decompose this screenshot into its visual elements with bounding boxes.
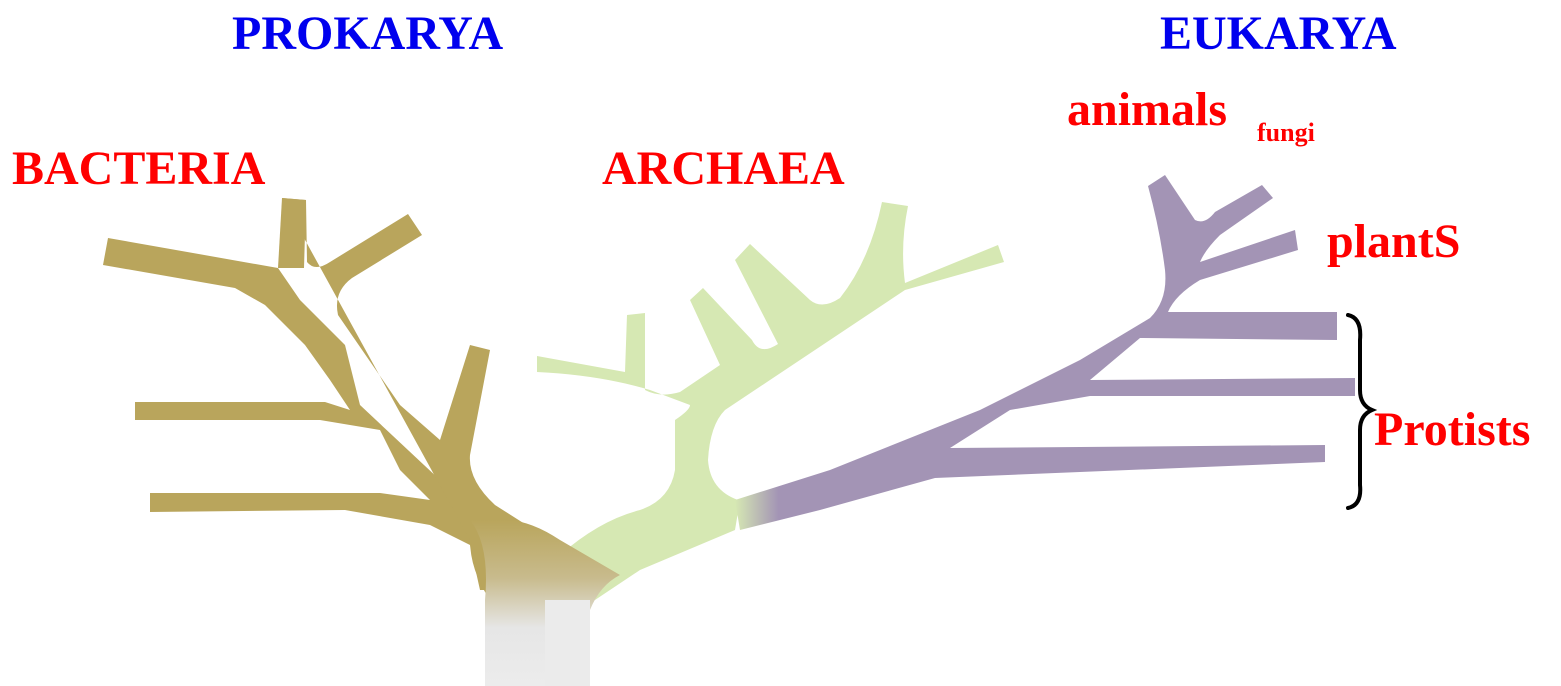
protists-brace [1348,315,1372,508]
prokarya-label: PROKARYA [232,10,503,58]
eukarya-label: EUKARYA [1160,10,1397,58]
archaea-branch [537,202,1004,600]
plants-label: plantS [1327,218,1460,266]
protists-label: Protists [1374,406,1530,454]
archaea-label: ARCHAEA [602,145,845,193]
bacteria-label: BACTERIA [12,145,265,193]
eukarya-branch [735,175,1355,530]
animals-label: animals [1067,86,1227,134]
fungi-label: fungi [1257,120,1315,146]
